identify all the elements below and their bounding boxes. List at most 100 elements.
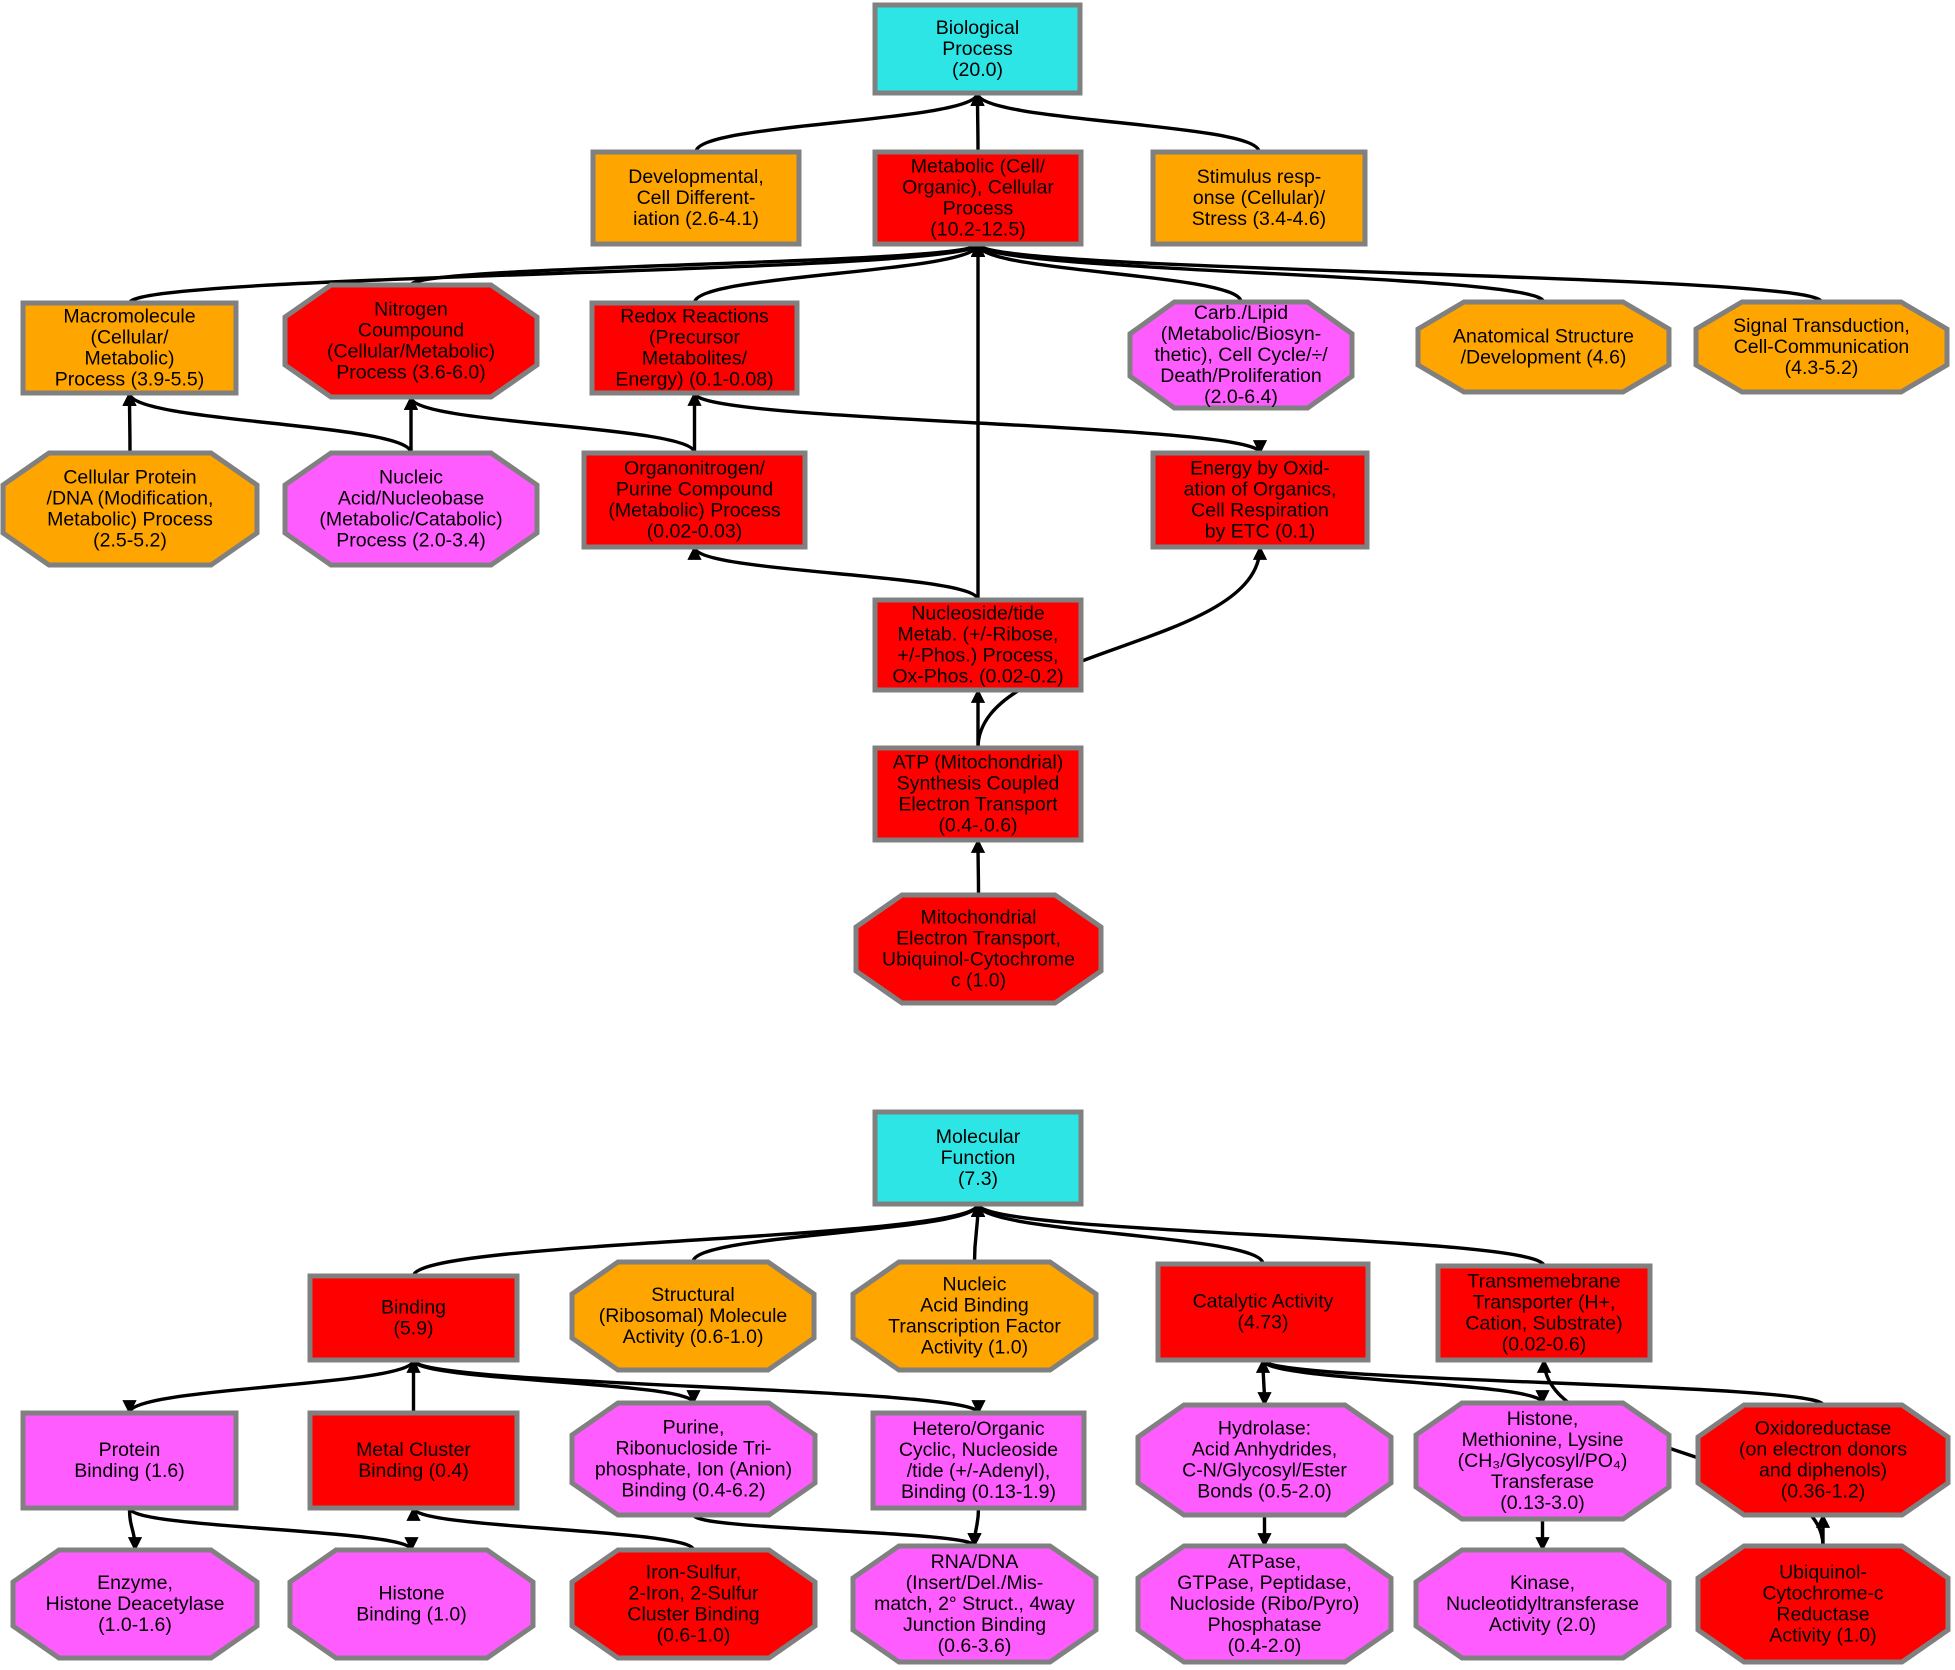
node-label-line: Cell Different- <box>637 187 756 209</box>
node-label-line: Hetero/Organic <box>912 1418 1044 1440</box>
node-label-line: phosphate, Ion (Anion) <box>595 1458 792 1480</box>
node-octagon <box>10 1547 260 1661</box>
node-octagon <box>1693 299 1950 395</box>
node-label-line: Cellular Protein <box>63 466 196 488</box>
node-bind: Binding(5.9) <box>307 1273 520 1363</box>
node-box <box>581 450 808 550</box>
node-octagon <box>282 450 540 568</box>
node-label-line: 2-Iron, 2-Sulfur <box>628 1582 759 1604</box>
node-box <box>872 2 1083 96</box>
node-label-line: Cell-Communication <box>1734 336 1910 358</box>
node-label-line: Histone Deacetylase <box>46 1593 225 1615</box>
node-label-line: Phosphatase <box>1208 1614 1322 1636</box>
node-box <box>20 1410 239 1511</box>
node-label-line: Metabolites/ <box>642 347 748 369</box>
node-nitro: NitrogenCoumpound(Cellular/Metabolic)Pro… <box>282 282 540 400</box>
node-label-line: Activity (2.0) <box>1489 1614 1596 1636</box>
node-label-line: match, 2° Struct., 4way <box>874 1593 1075 1615</box>
node-box <box>20 300 239 396</box>
node-label-line: Catalytic Activity <box>1193 1290 1334 1312</box>
node-label-line: Function <box>941 1147 1016 1169</box>
node-label-line: (0.36-1.2) <box>1781 1480 1866 1502</box>
node-label-line: (Cellular/Metabolic) <box>327 340 495 362</box>
node-octagon <box>850 1259 1099 1373</box>
node-carb: Carb./Lipid(Metabolic/Biosyn-thetic), Ce… <box>1127 299 1355 411</box>
edge-nitro-to-met <box>409 242 985 287</box>
edge-bind-to-hetero <box>411 1358 986 1415</box>
node-label-line: Nucleic <box>943 1273 1007 1295</box>
node-octagon <box>287 1547 536 1661</box>
node-label-line: Energy) (0.1-0.08) <box>615 368 773 390</box>
node-label-line: Cell Respiration <box>1191 499 1329 521</box>
node-octagon <box>1695 1543 1951 1665</box>
edge-nucl-to-orgn <box>687 545 980 601</box>
edge-cat-to-mf <box>970 1202 1265 1265</box>
node-label-line: Energy by Oxid- <box>1190 457 1330 479</box>
node-label-line: by ETC (0.1) <box>1205 520 1316 542</box>
node-label-line: Acid Anhydrides, <box>1192 1438 1337 1460</box>
node-octagon <box>569 1400 818 1518</box>
edge-nucac-to-macro <box>122 391 413 454</box>
edges-layer <box>122 91 1831 1552</box>
edge-nabind-to-mf <box>970 1202 986 1263</box>
node-label-line: ation of Organics, <box>1184 478 1337 500</box>
node-label-line: (10.2-12.5) <box>930 218 1025 240</box>
node-box <box>870 1410 1087 1511</box>
edge-redox-to-met <box>692 242 986 304</box>
node-label-line: Synthesis Coupled <box>897 772 1060 794</box>
node-box <box>872 597 1084 693</box>
node-anat: Anatomical Structure/Development (4.6) <box>1415 299 1672 395</box>
node-label-line: Process (3.6-6.0) <box>336 361 486 383</box>
node-label-line: (7.3) <box>958 1168 998 1190</box>
node-label-line: Signal Transduction, <box>1733 315 1910 337</box>
node-label-line: Oxidoreductase <box>1755 1417 1892 1439</box>
node-label-line: (CH₃/Glycosyl/PO₄) <box>1458 1450 1628 1472</box>
node-label-line: Nucloside (Ribo/Pyro) <box>1170 1593 1360 1615</box>
node-label-line: Cluster Binding <box>627 1603 759 1625</box>
node-stim: Stimulus resp-onse (Cellular)/Stress (3.… <box>1150 149 1368 247</box>
node-label-line: Purine Compound <box>616 478 773 500</box>
node-label-line: (0.02-0.03) <box>647 520 742 542</box>
node-label-line: Cyclic, Nucleoside <box>899 1439 1058 1461</box>
node-sig: Signal Transduction,Cell-Communication(4… <box>1693 299 1950 395</box>
edge-met-to-bp <box>970 91 985 153</box>
node-octagon <box>1413 1547 1672 1661</box>
node-label-line: (1.0-1.6) <box>98 1614 172 1636</box>
edge-cprot-to-macro <box>122 391 137 454</box>
node-label-line: Ubiquinol- <box>1779 1561 1867 1583</box>
node-label-line: Death/Proliferation <box>1160 365 1322 387</box>
edge-pbind-to-hbind <box>127 1506 419 1552</box>
node-octagon <box>569 1547 818 1661</box>
edge-sig-to-met <box>971 242 1824 304</box>
node-box <box>1150 149 1368 247</box>
node-label-line: Enzyme, <box>97 1572 173 1594</box>
node-label-line: (Precursor <box>649 326 741 348</box>
node-octagon <box>853 892 1104 1006</box>
node-label-line: (Metabolic/Catabolic) <box>319 508 502 530</box>
node-label-line: C-N/Glycosyl/Ester <box>1182 1459 1347 1481</box>
node-nucac: NucleicAcid/Nucleobase(Metabolic/Catabol… <box>282 450 540 568</box>
node-box <box>872 149 1084 247</box>
node-octagon <box>1135 1402 1394 1518</box>
node-label-line: Cytochrome-c <box>1762 1582 1884 1604</box>
node-octagon <box>1415 299 1672 395</box>
node-label-line: Process <box>943 197 1014 219</box>
node-box <box>872 1109 1084 1207</box>
node-label-line: Binding (1.0) <box>356 1603 467 1625</box>
node-box <box>590 149 802 247</box>
node-label-line: (0.02-0.6) <box>1502 1333 1587 1355</box>
edge-carb-to-met <box>970 242 1243 303</box>
node-label-line: (Metabolic) Process <box>608 499 781 521</box>
node-label-line: Junction Binding <box>903 1614 1046 1636</box>
node-label-line: /Development (4.6) <box>1461 346 1627 368</box>
node-label-line: /DNA (Modification, <box>47 487 214 509</box>
node-label-line: (0.4-2.0) <box>1228 1635 1302 1657</box>
node-label-line: Histone <box>378 1582 444 1604</box>
